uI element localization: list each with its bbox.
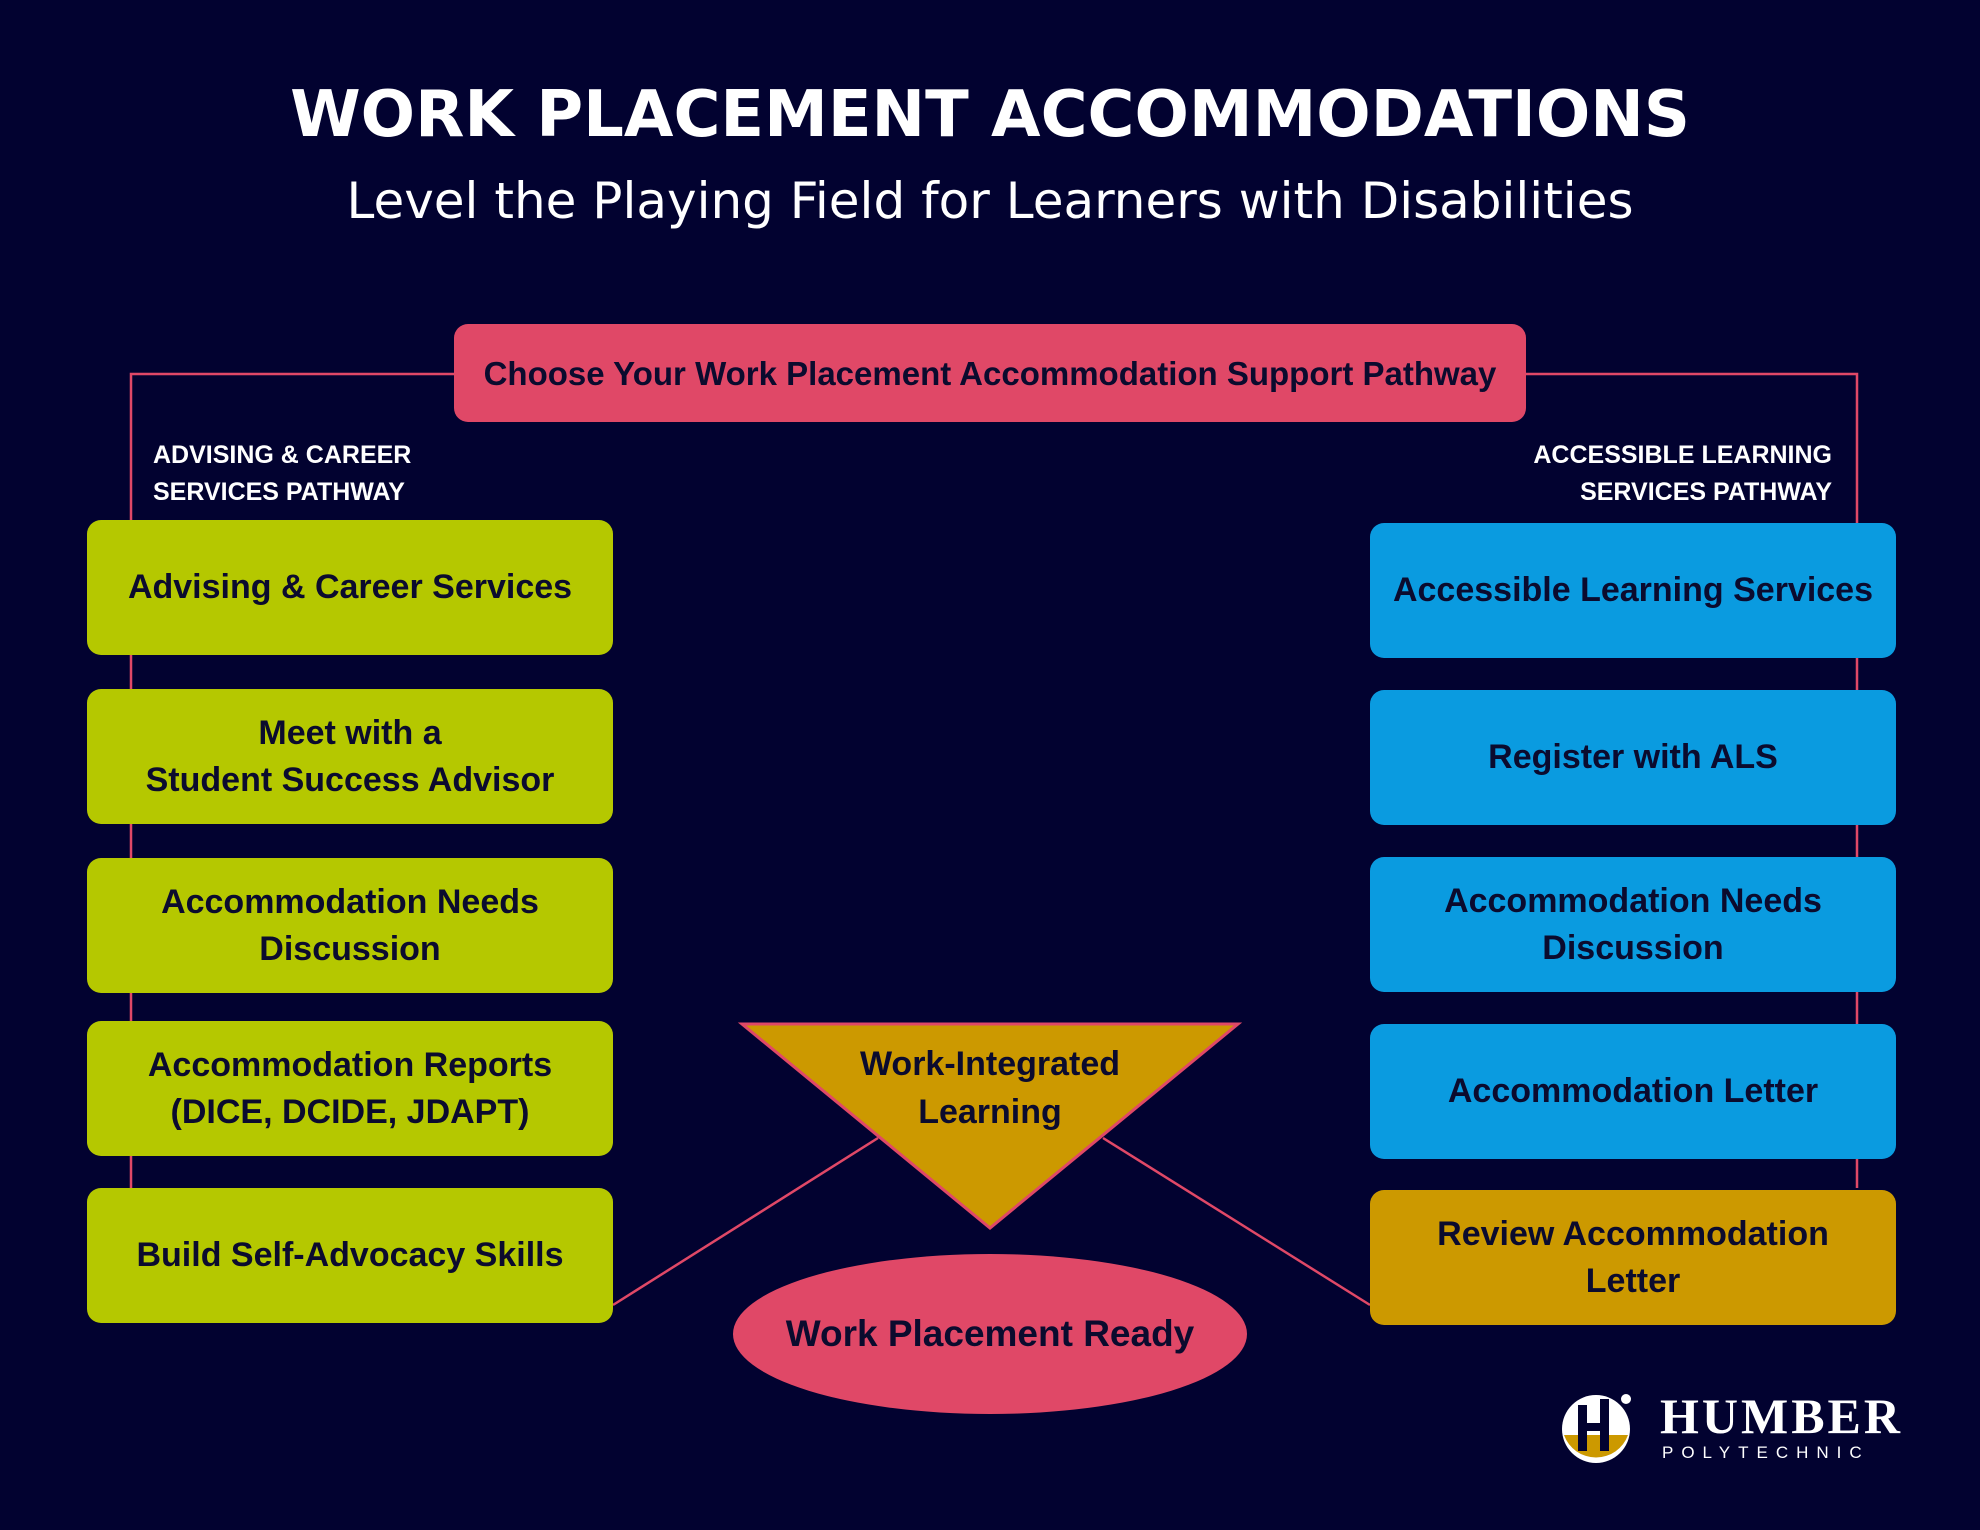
right-diagonal-connector (1102, 1136, 1371, 1307)
logo-name: HUMBER (1660, 1388, 1903, 1444)
wil-label: Work-Integrated Learning (859, 1045, 1121, 1131)
humber-logo: HUMBER POLYTECHNIC (1560, 1385, 1900, 1465)
right-pathway-label: ACCESSIBLE LEARNING SERVICES PATHWAY (1533, 441, 1832, 506)
right-step-needs-discussion: Accommodation Needs Discussion (1370, 857, 1896, 992)
right-step-letter: Accommodation Letter (1370, 1024, 1896, 1159)
right-step-register: Register with ALS (1370, 690, 1896, 825)
left-diagonal-connector (612, 1136, 879, 1307)
left-step-advising: Advising & Career Services (87, 520, 613, 655)
pathway-header: Choose Your Work Placement Accommodation… (454, 324, 1526, 422)
humber-logo-icon (1562, 1394, 1631, 1463)
left-step-self-advocacy: Build Self-Advocacy Skills (87, 1188, 613, 1323)
right-step-review-letter: Review Accommodation Letter (1370, 1190, 1896, 1325)
left-step-reports: Accommodation Reports (DICE, DCIDE, JDAP… (87, 1021, 613, 1156)
logo-subtitle: POLYTECHNIC (1662, 1443, 1870, 1462)
wil-triangle (737, 1022, 1243, 1230)
right-step-als: Accessible Learning Services (1370, 523, 1896, 658)
left-step-meet-advisor: Meet with a Student Success Advisor (87, 689, 613, 824)
left-pathway-label: ADVISING & CAREER SERVICES PATHWAY (153, 441, 412, 506)
work-placement-ready: Work Placement Ready (733, 1254, 1247, 1414)
left-step-needs-discussion: Accommodation Needs Discussion (87, 858, 613, 993)
page-subtitle: Level the Playing Field for Learners wit… (346, 172, 1634, 230)
page-title: WORK PLACEMENT ACCOMMODATIONS (290, 78, 1690, 152)
